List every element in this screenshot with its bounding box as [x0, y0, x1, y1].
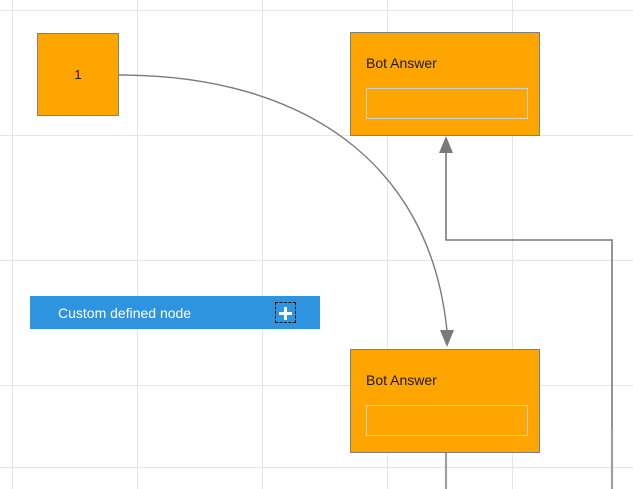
arrowhead-down-icon	[440, 330, 454, 347]
plus-icon[interactable]	[275, 302, 296, 323]
node-bot-answer-top[interactable]: Bot Answer	[350, 32, 540, 136]
node-bot-answer-bottom[interactable]: Bot Answer	[350, 349, 540, 453]
node-square-1[interactable]: 1	[37, 33, 119, 116]
node-square-1-label: 1	[74, 67, 82, 82]
node-bot-answer-bottom-slot[interactable]	[366, 405, 528, 436]
custom-defined-node-label: Custom defined node	[58, 304, 192, 321]
arrowhead-up-icon	[439, 136, 453, 153]
connector-curve-node1-to-bot-bottom[interactable]	[118, 74, 454, 347]
connector-ortho-bot-bottom-to-bot-top[interactable]	[439, 136, 613, 431]
custom-defined-node-bar[interactable]: Custom defined node	[30, 296, 320, 329]
node-bot-answer-top-title: Bot Answer	[366, 55, 437, 71]
node-bot-answer-top-slot[interactable]	[366, 88, 528, 119]
node-bot-answer-bottom-title: Bot Answer	[366, 372, 437, 388]
